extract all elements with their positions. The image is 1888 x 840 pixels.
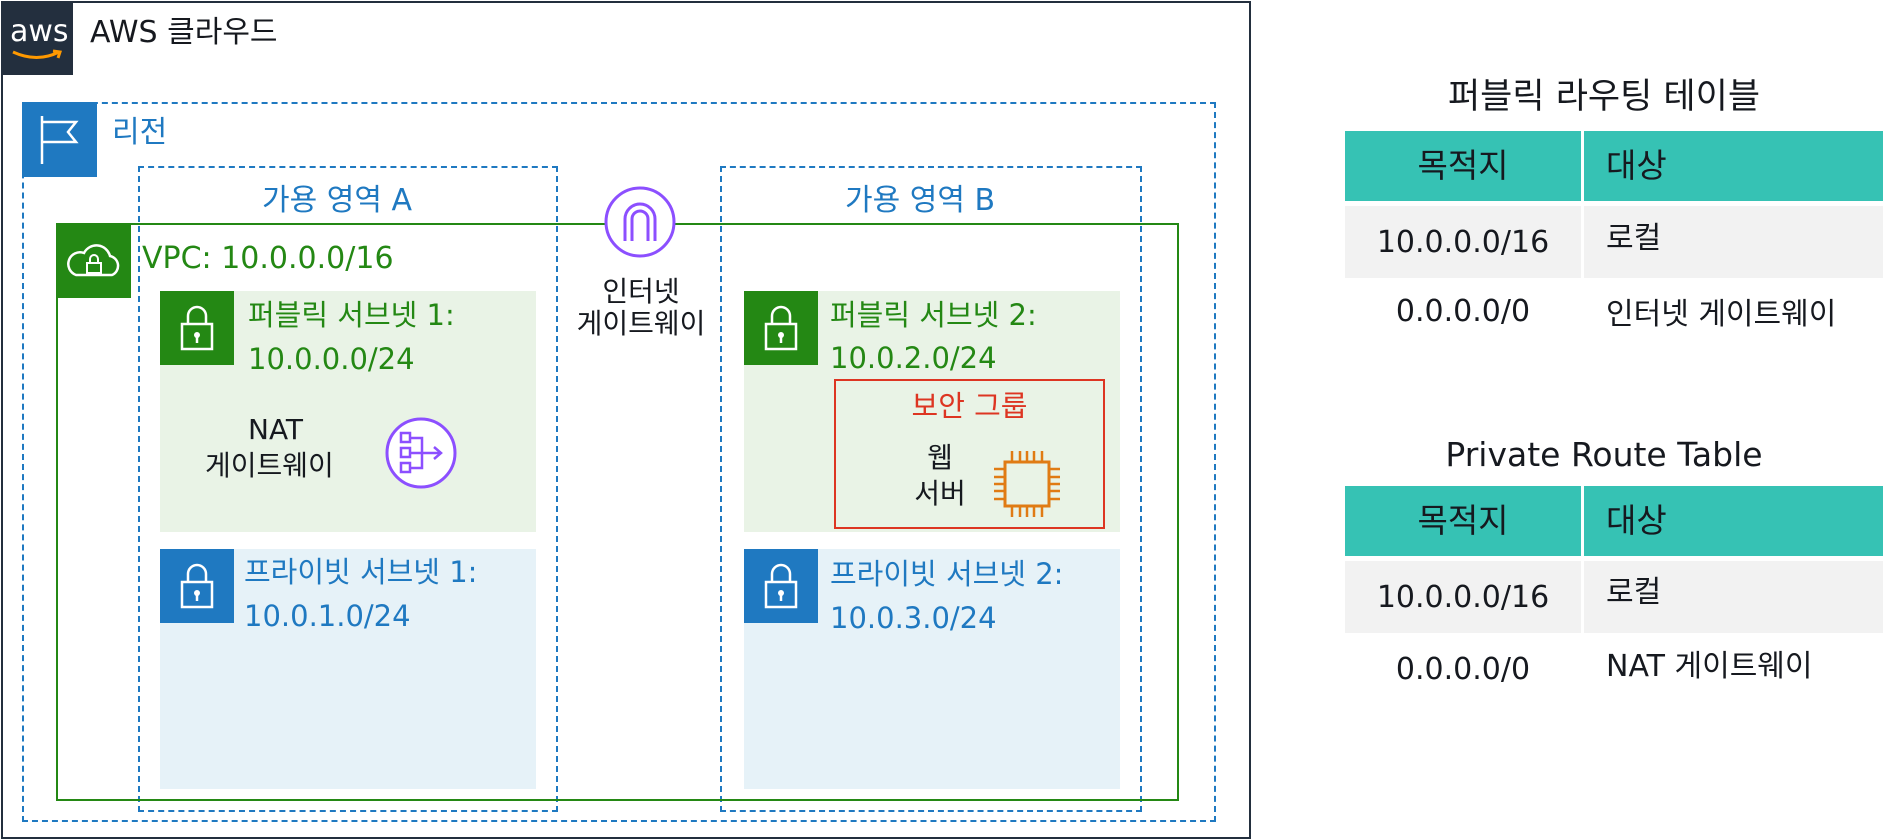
- az-a-label: 가용 영역 A: [262, 183, 412, 218]
- private-rt-header-destination: [1345, 486, 1581, 556]
- private-rt-header-target-label: 대상: [1606, 501, 1667, 540]
- security-group: [834, 379, 1105, 529]
- availability-zone-a: [138, 166, 558, 812]
- public-subnet-2-cidr: 10.0.2.0/24: [830, 341, 997, 375]
- aws-smile-icon: [12, 49, 62, 59]
- public-subnet-1-cidr: 10.0.0.0/24: [248, 342, 415, 376]
- lock-icon: [744, 549, 818, 623]
- web-server-label-line1: 웹: [927, 441, 953, 474]
- nat-gateway-icon: [385, 417, 457, 489]
- private-rt-row2-destination: 0.0.0.0/0: [1395, 652, 1531, 687]
- chip-icon: [994, 451, 1060, 517]
- aws-logo-text: aws: [10, 14, 69, 49]
- private-rt-row2-target: NAT 게이트웨이: [1606, 649, 1813, 684]
- public-route-table-title: 퍼블릭 라우팅 테이블: [1447, 77, 1761, 117]
- security-group-label: 보안 그룹: [911, 389, 1028, 423]
- flag-icon: [22, 102, 97, 177]
- public-rt-row2-target: 인터넷 게이트웨이: [1606, 297, 1837, 332]
- table-row: [1345, 206, 1581, 278]
- internet-gateway-label-line2: 게이트웨이: [576, 307, 706, 340]
- private-rt-header-destination-label: 목적지: [1417, 501, 1509, 540]
- internet-gateway-label-line1: 인터넷: [602, 275, 680, 308]
- region-boundary: [22, 102, 1216, 822]
- private-rt-row1-target: 로컬: [1606, 575, 1662, 610]
- public-rt-row1-target: 로컬: [1606, 221, 1662, 256]
- private-subnet-1-title: 프라이빗 서브넷 1:: [244, 555, 478, 589]
- table-row: [1584, 206, 1883, 278]
- nat-gateway-label-line1: NAT: [248, 413, 304, 446]
- aws-logo: aws: [1, 1, 73, 75]
- az-b-label: 가용 영역 B: [845, 183, 996, 218]
- cloud-lock-icon: [56, 223, 131, 298]
- public-rt-row2-destination: 0.0.0.0/0: [1395, 294, 1531, 329]
- private-subnet-2-cidr: 10.0.3.0/24: [830, 601, 997, 635]
- lock-icon: [744, 291, 818, 365]
- public-rt-header-target: [1584, 131, 1883, 201]
- lock-icon: [160, 549, 234, 623]
- public-rt-header-destination-label: 목적지: [1417, 146, 1509, 185]
- public-rt-row1-destination: 10.0.0.0/16: [1376, 225, 1550, 260]
- private-route-table-title: Private Route Table: [1445, 435, 1763, 474]
- web-server-label-line2: 서버: [914, 477, 966, 510]
- public-subnet-2-title: 퍼블릭 서브넷 2:: [830, 298, 1037, 332]
- table-row: [1584, 561, 1883, 633]
- availability-zone-b: [720, 166, 1142, 812]
- public-rt-header-destination: [1345, 131, 1581, 201]
- private-subnet-2-title: 프라이빗 서브넷 2:: [830, 557, 1064, 591]
- cloud-title: AWS 클라우드: [90, 15, 278, 50]
- private-rt-row1-destination: 10.0.0.0/16: [1376, 580, 1550, 615]
- nat-gateway-label-line2: 게이트웨이: [205, 449, 334, 482]
- vpc-label: VPC: 10.0.0.0/16: [142, 241, 394, 276]
- private-rt-header-target: [1584, 486, 1883, 556]
- region-label: 리전: [112, 115, 168, 150]
- internet-gateway-icon: [604, 186, 676, 258]
- table-row: [1345, 561, 1581, 633]
- aws-cloud-container: [1, 1, 1251, 839]
- public-subnet-1-title: 퍼블릭 서브넷 1:: [248, 298, 455, 332]
- private-subnet-1-cidr: 10.0.1.0/24: [244, 599, 411, 633]
- public-rt-header-target-label: 대상: [1606, 146, 1667, 185]
- lock-icon: [160, 291, 234, 365]
